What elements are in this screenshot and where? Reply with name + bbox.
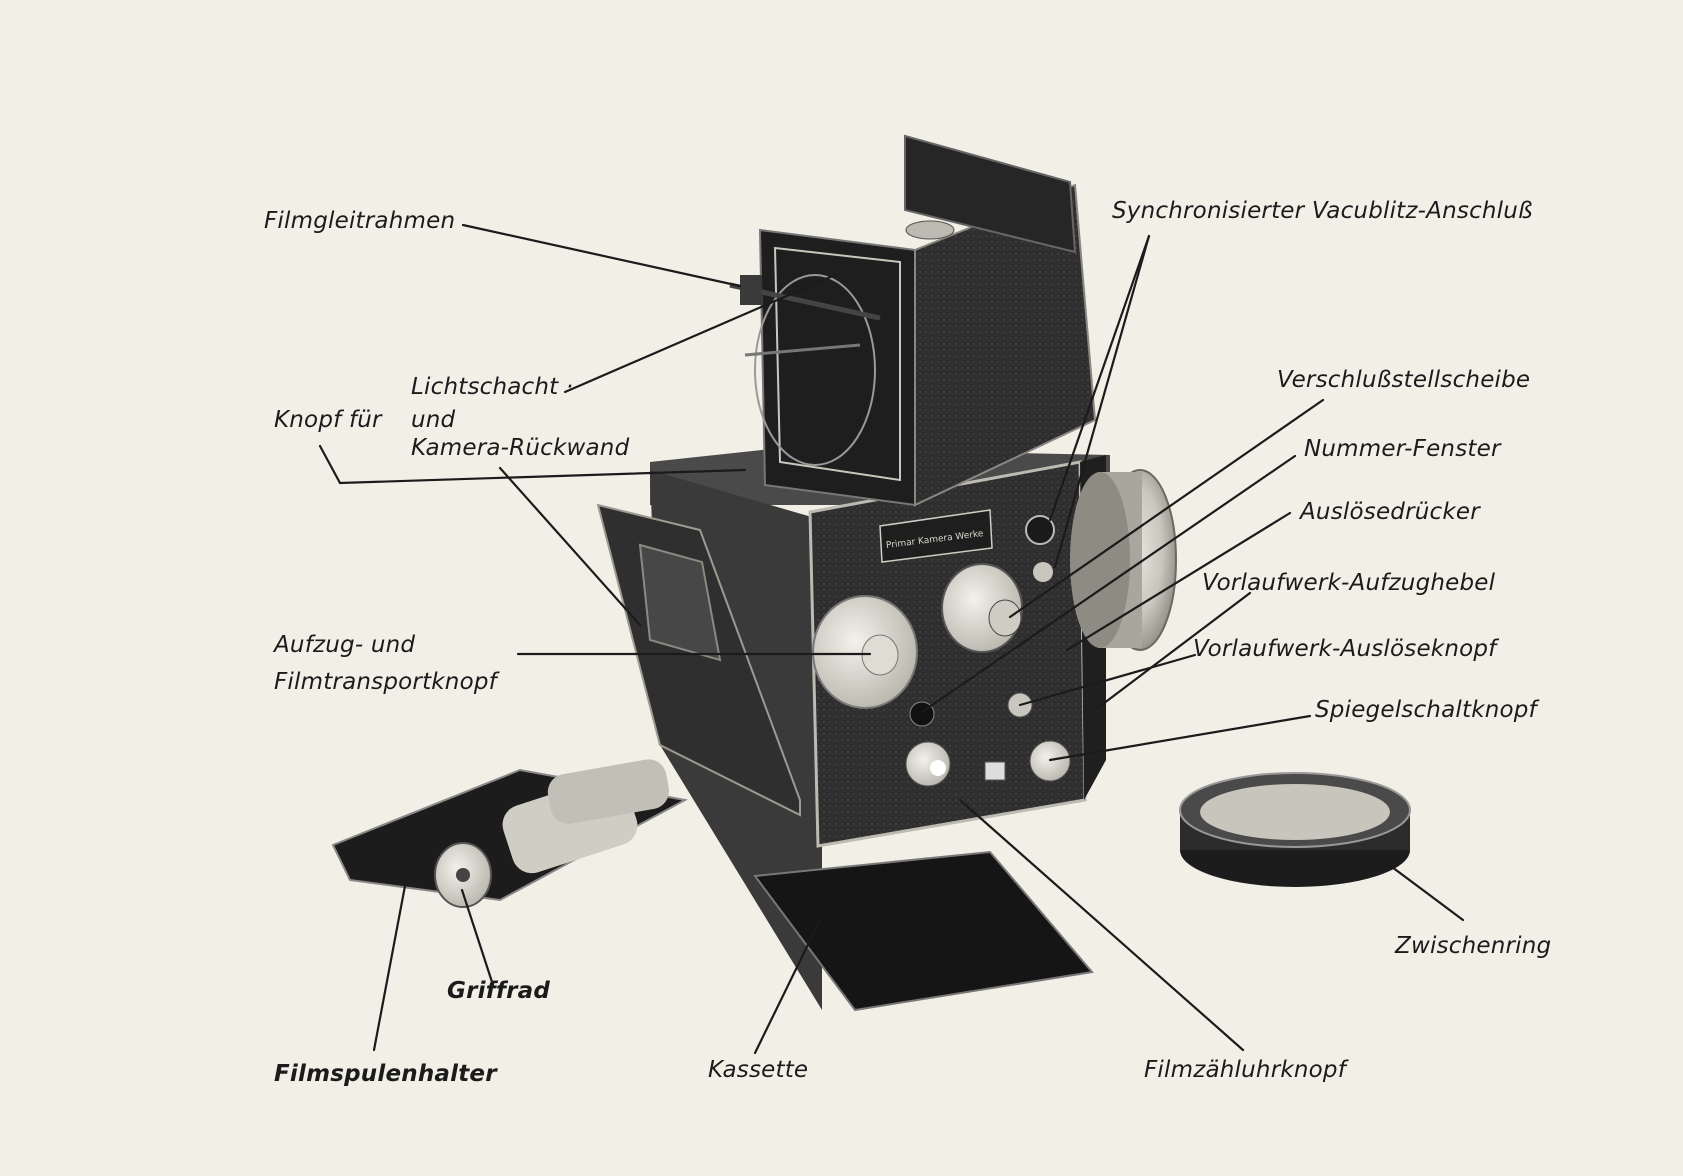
label-verschlussstellscheibe: Verschlußstellscheibe bbox=[1277, 367, 1531, 393]
back-door bbox=[596, 503, 801, 817]
label-ausloesedruecker: Auslösedrücker bbox=[1300, 499, 1480, 525]
film-guide-frame-drawing bbox=[729, 275, 881, 357]
kassette-drawing bbox=[753, 850, 1094, 1012]
label-kamera-rueckwand: Kamera-Rückwand bbox=[411, 435, 630, 461]
leader-lines bbox=[318, 223, 1465, 1055]
label-filmzaehluhrknopf: Filmzähluhrknopf bbox=[1144, 1057, 1347, 1083]
label-filmspulenhalter: Filmspulenhalter bbox=[274, 1061, 497, 1087]
label-vorlaufwerk-ausloeseknopf: Vorlaufwerk-Auslöseknopf bbox=[1193, 636, 1497, 662]
lens-barrel bbox=[1070, 469, 1177, 651]
label-aufzug-line2: Filmtransportknopf bbox=[274, 669, 497, 695]
label-knopf-fuer: Knopf für bbox=[274, 407, 382, 433]
label-filmgleitrahmen: Filmgleitrahmen bbox=[264, 208, 456, 234]
winding-knob bbox=[812, 595, 918, 709]
viewfinder-hood bbox=[754, 134, 1097, 507]
label-lichtschacht: Lichtschacht · bbox=[411, 374, 574, 400]
label-vacublitz: Synchronisierter Vacublitz-Anschluß bbox=[1112, 198, 1533, 224]
camera-nameplate: Primar Kamera Werke bbox=[879, 509, 993, 563]
label-zwischenring: Zwischenring bbox=[1395, 933, 1552, 959]
film-spool-holder bbox=[331, 759, 688, 908]
label-spiegelschaltknopf: Spiegelschaltknopf bbox=[1315, 697, 1537, 723]
zwischenring-drawing bbox=[1179, 772, 1411, 887]
shutter-dial bbox=[941, 563, 1023, 653]
label-griffrad: Griffrad bbox=[447, 978, 551, 1004]
label-vorlaufwerk-aufzughebel: Vorlaufwerk-Aufzughebel bbox=[1202, 570, 1496, 596]
label-aufzug-line1: Aufzug- und bbox=[274, 632, 416, 658]
label-kassette: Kassette bbox=[708, 1057, 809, 1083]
label-nummer-fenster: Nummer-Fenster bbox=[1304, 436, 1501, 462]
label-und: und bbox=[411, 407, 456, 433]
